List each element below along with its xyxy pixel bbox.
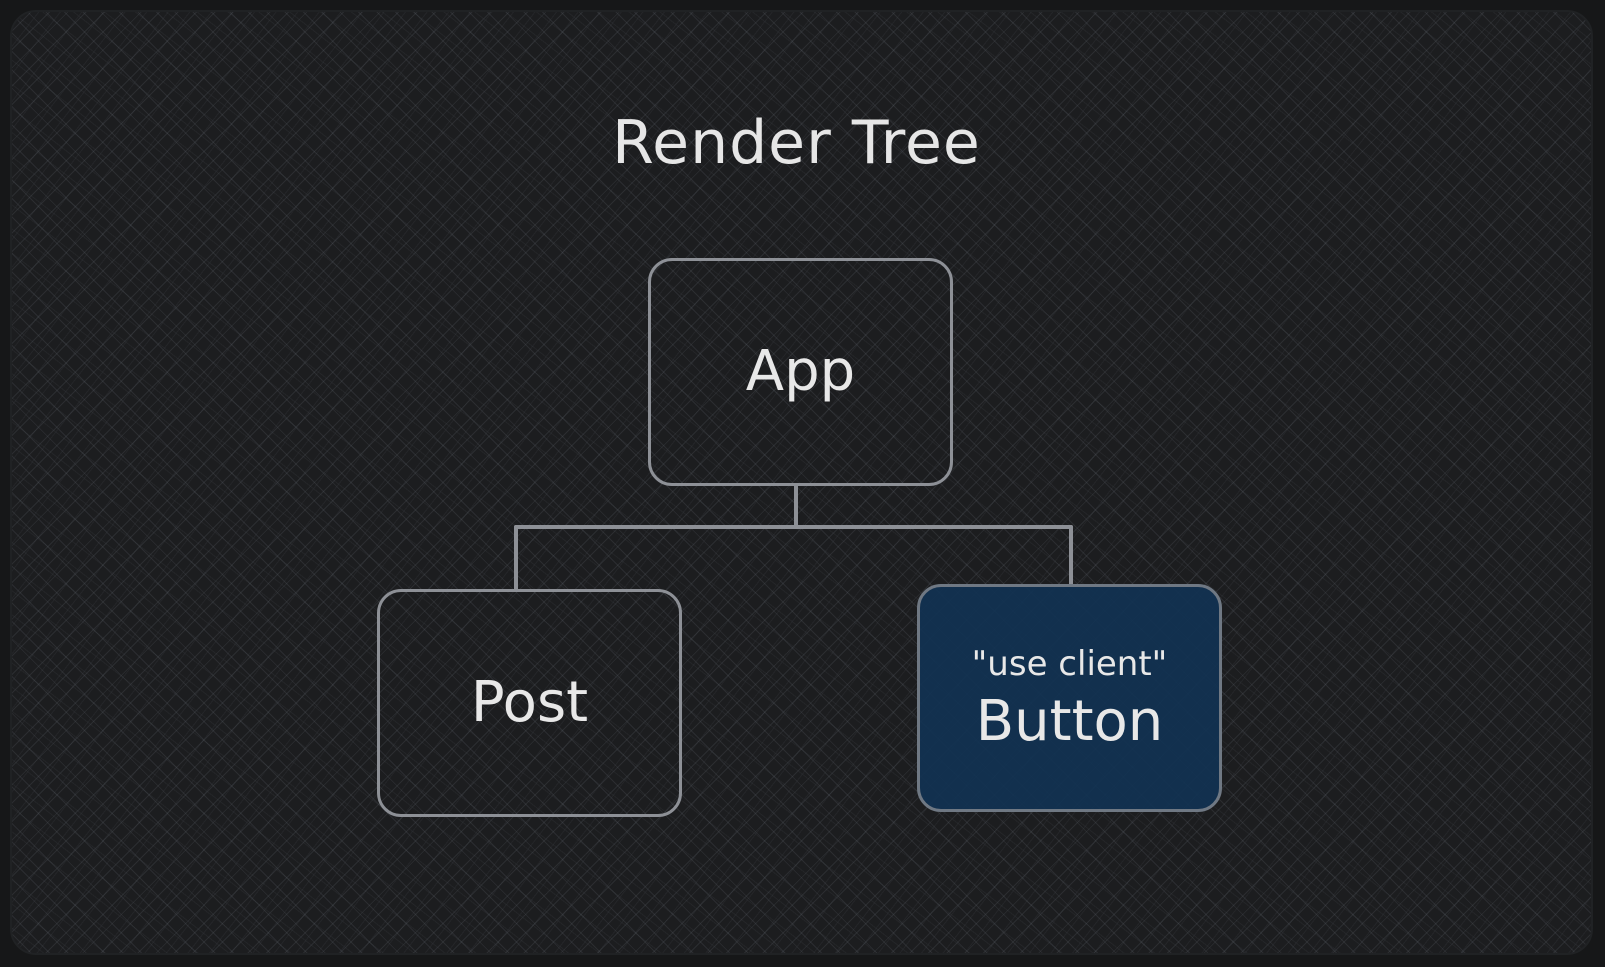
use-client-directive: "use client" bbox=[971, 643, 1168, 684]
node-post-label: Post bbox=[470, 670, 589, 736]
node-app: App bbox=[648, 258, 953, 486]
node-post: Post bbox=[377, 589, 682, 817]
diagram-title: Render Tree bbox=[612, 108, 981, 178]
node-app-label: App bbox=[745, 339, 856, 405]
hatched-background bbox=[10, 10, 1593, 955]
node-button-client: "use client" Button bbox=[917, 584, 1222, 812]
node-button-label: Button bbox=[975, 688, 1164, 754]
